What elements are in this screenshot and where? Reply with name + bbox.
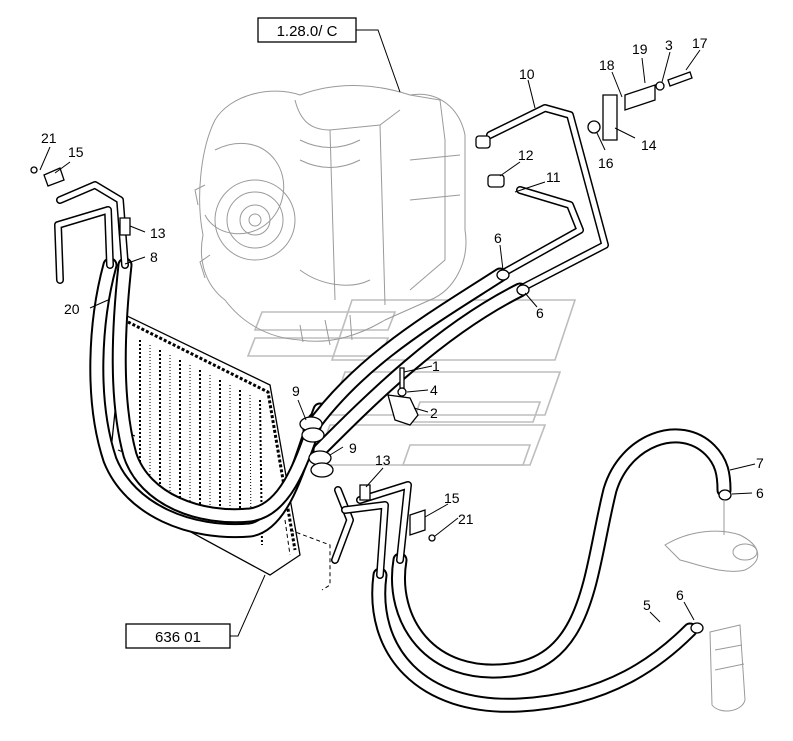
reference-box-bottom: 636 01 [125, 574, 266, 649]
callout-17: 17 [692, 35, 708, 51]
hose-clamps [496, 269, 732, 634]
hose-5 [371, 567, 698, 713]
reference-box-bottom-label: 636 01 [155, 629, 201, 646]
callout-15-upper: 15 [68, 144, 84, 160]
hose-8 [111, 257, 328, 524]
callout-11: 11 [546, 169, 561, 185]
callout-21-upper: 21 [41, 130, 57, 146]
callout-9-upper: 9 [292, 383, 300, 399]
reference-box-top-label: 1.28.0/ C [277, 23, 338, 40]
leader-lines [39, 49, 756, 623]
callout-6-upper: 6 [494, 230, 502, 246]
callout-15-lower: 15 [444, 490, 460, 506]
callout-14: 14 [641, 137, 657, 153]
callout-19: 19 [632, 41, 648, 57]
callout-18: 18 [599, 57, 615, 73]
callout-8: 8 [150, 249, 158, 265]
fittings [30, 71, 693, 542]
callout-13-upper: 13 [150, 225, 166, 241]
transmission-housing-ghost [194, 85, 467, 346]
callout-3: 3 [665, 37, 673, 53]
hose-7 [391, 428, 732, 679]
callout-6-lower: 6 [676, 587, 684, 603]
callout-13-lower: 13 [375, 452, 391, 468]
callout-1: 1 [432, 358, 440, 374]
filter-assembly [664, 500, 758, 712]
callout-2: 2 [430, 405, 438, 421]
callout-16: 16 [598, 155, 614, 171]
callout-7: 7 [756, 455, 764, 471]
hose-11-upper [302, 267, 508, 438]
callout-4: 4 [430, 382, 438, 398]
callout-6-right: 6 [756, 485, 764, 501]
callout-21-lower: 21 [458, 511, 474, 527]
callout-numbers: 21 15 13 8 20 10 12 11 6 6 18 19 3 17 16… [41, 35, 764, 613]
callout-6-middle: 6 [536, 305, 544, 321]
pipe-lower-tubes [331, 481, 412, 579]
pipe-10 [486, 104, 609, 292]
couplings [299, 416, 334, 478]
hose-10-lower [312, 282, 528, 458]
reference-box-top: 1.28.0/ C [257, 17, 401, 93]
callout-12: 12 [518, 147, 534, 163]
callout-5: 5 [643, 597, 651, 613]
pipe-11 [501, 186, 584, 276]
callout-9-lower: 9 [349, 440, 357, 456]
callout-10: 10 [519, 66, 535, 82]
callout-20: 20 [64, 301, 80, 317]
